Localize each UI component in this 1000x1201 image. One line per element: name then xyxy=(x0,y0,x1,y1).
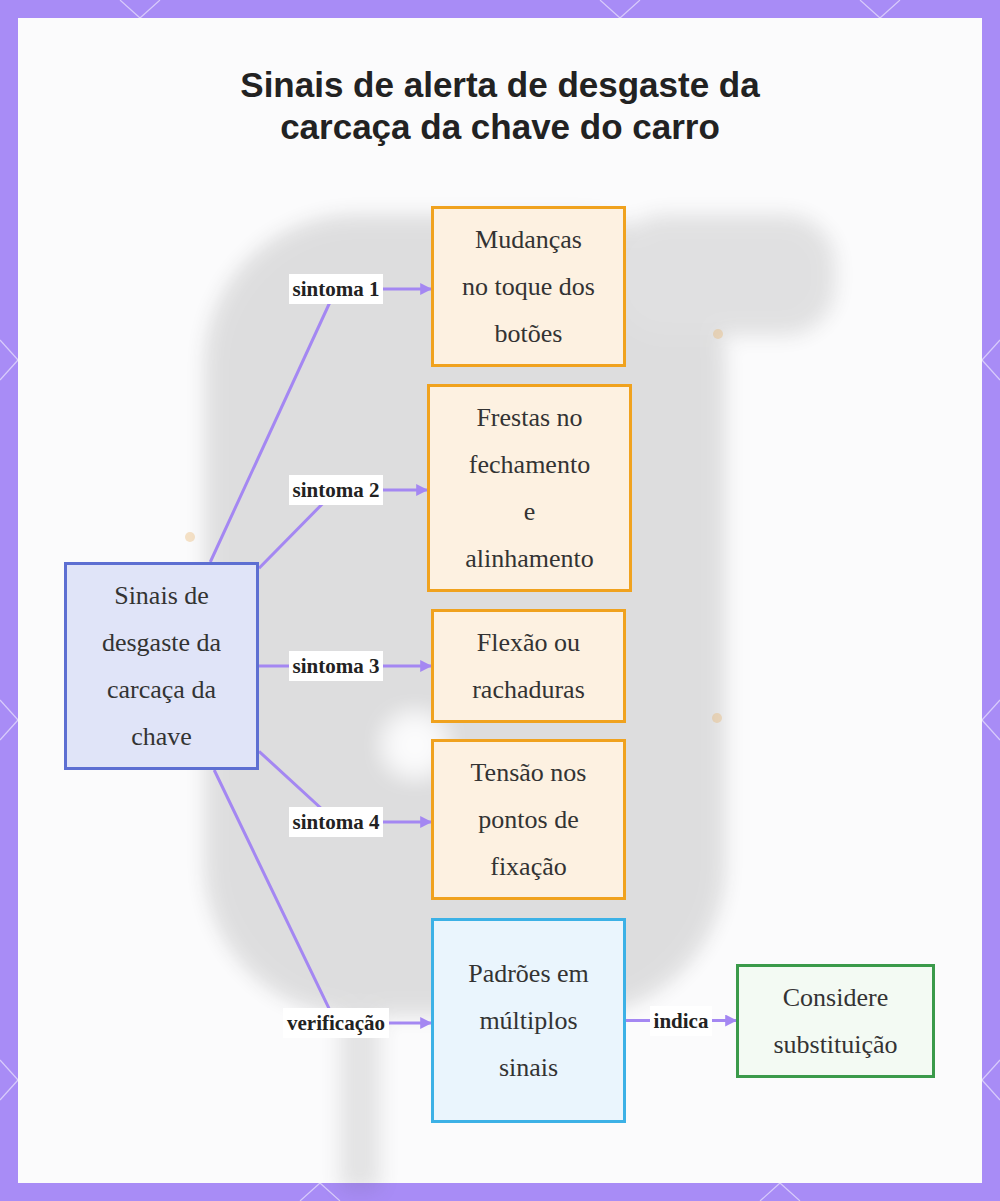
text-stack: Tensão nos pontos de fixação xyxy=(461,749,596,890)
node-label: Mudanças no toque dos botões xyxy=(461,216,596,357)
connector-arrow xyxy=(214,770,431,1023)
node-label: Padrões em múltiplos sinais xyxy=(461,950,596,1091)
edge-label: sintoma 2 xyxy=(289,475,384,505)
node-label: Frestas no fechamento e alinhamento xyxy=(462,394,597,582)
symptom-box: Mudanças no toque dos botões xyxy=(431,206,626,367)
node-label: Tensão nos pontos de fixação xyxy=(461,749,596,890)
symptom-box: Frestas no fechamento e alinhamento xyxy=(427,384,632,592)
text-stack: Mudanças no toque dos botões xyxy=(461,216,596,357)
symptom-box: Flexão ou rachaduras xyxy=(431,609,626,723)
text-stack: Flexão ou rachaduras xyxy=(461,619,596,713)
text-stack: Padrões em múltiplos sinais xyxy=(461,950,596,1091)
diagram-title: Sinais de alerta de desgaste da carcaça … xyxy=(190,64,810,148)
text-stack: Frestas no fechamento e alinhamento xyxy=(462,394,597,582)
result-box: Considere substituição xyxy=(736,964,935,1078)
root-box: Sinais de desgaste da carcaça da chave xyxy=(64,562,259,770)
text-stack: Sinais de desgaste da carcaça da chave xyxy=(101,572,223,760)
edge-label: verificação xyxy=(283,1008,389,1038)
symptom-box: Tensão nos pontos de fixação xyxy=(431,739,626,900)
fob-dots xyxy=(185,329,723,723)
text-stack: Considere substituição xyxy=(766,974,906,1068)
edge-label: indica xyxy=(650,1006,713,1036)
canvas-ground xyxy=(18,18,982,1183)
node-label: Considere substituição xyxy=(766,974,906,1068)
check-box: Padrões em múltiplos sinais xyxy=(431,918,626,1123)
node-label: Sinais de desgaste da carcaça da chave xyxy=(101,572,223,760)
edge-label: sintoma 3 xyxy=(289,651,384,681)
edge-label: sintoma 4 xyxy=(289,807,384,837)
edge-label: sintoma 1 xyxy=(289,274,384,304)
node-label: Flexão ou rachaduras xyxy=(461,619,596,713)
connector-arrow xyxy=(210,289,431,562)
